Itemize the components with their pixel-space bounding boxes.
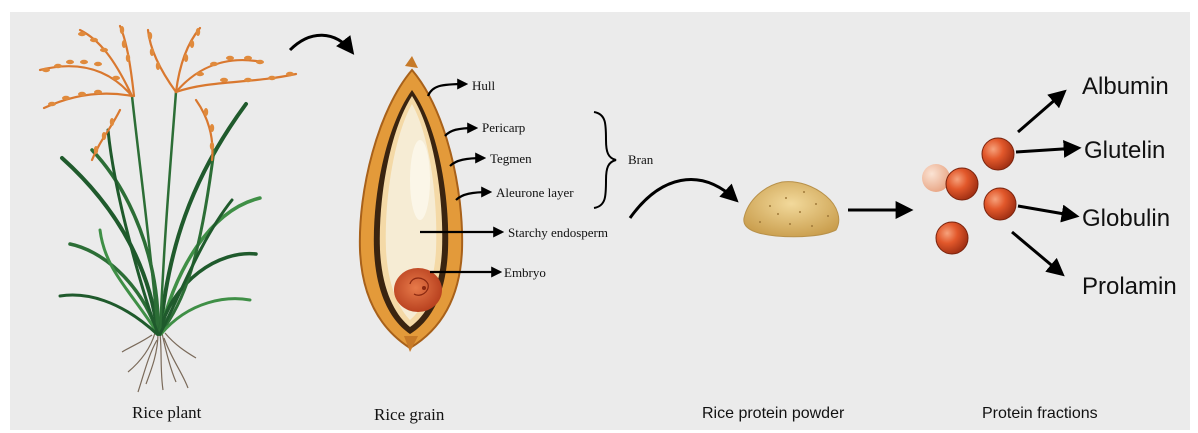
embryo-label: Embryo: [504, 265, 546, 280]
glutelin-label: Glutelin: [1084, 137, 1165, 164]
rice-protein-powder-caption: Rice protein powder: [702, 405, 845, 422]
albumin-label: Albumin: [1082, 73, 1169, 100]
pericarp-label: Pericarp: [482, 120, 525, 135]
rice-grain-caption: Rice grain: [374, 405, 445, 424]
protein-fractions-caption: Protein fractions: [982, 405, 1098, 422]
starchy-endosperm-label: Starchy endosperm: [508, 225, 608, 240]
aleurone-layer-label: Aleurone layer: [496, 185, 574, 200]
tegmen-label: Tegmen: [490, 151, 532, 166]
hull-label: Hull: [472, 78, 496, 93]
rice-plant-caption: Rice plant: [132, 403, 202, 422]
bran-label: Bran: [628, 152, 654, 167]
globulin-label: Globulin: [1082, 205, 1170, 232]
panel-background: [10, 12, 1190, 430]
prolamin-label: Prolamin: [1082, 273, 1177, 300]
